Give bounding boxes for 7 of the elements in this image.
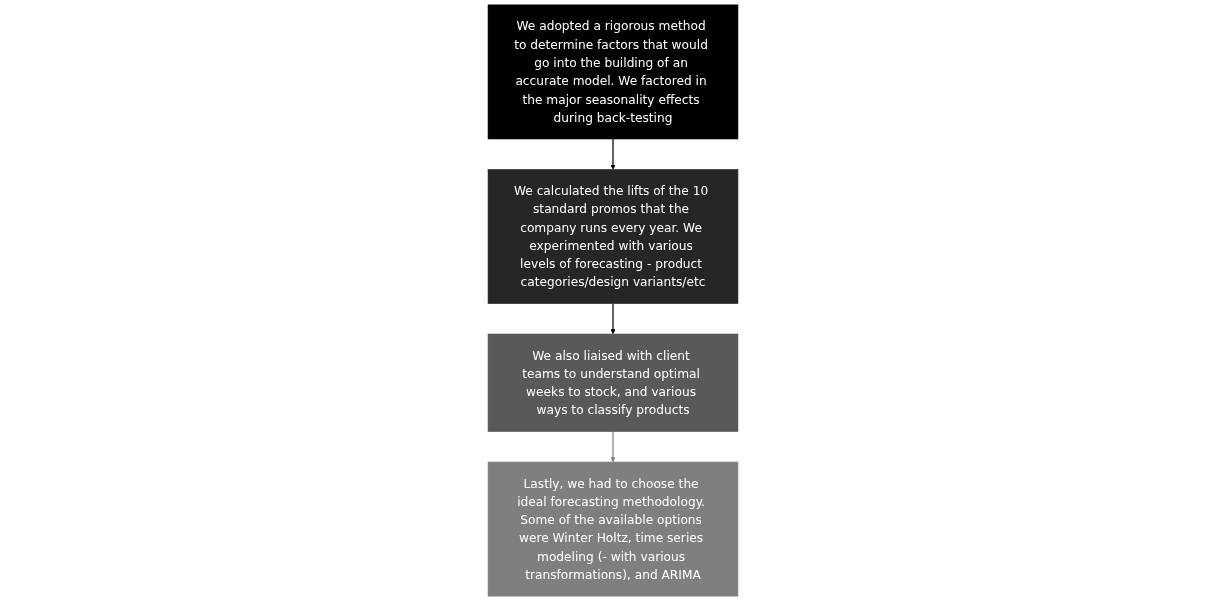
node-box: We also liaised with client teams to understand optimal weeks to stock, and various ways to classify products [487, 333, 739, 432]
node-box: Lastly, we had to choose the ideal forecasting methodology. Some of the available options were Winter Holtz, time series modeling (- with various transformations), and ARIMA [487, 461, 739, 597]
arrow [610, 430, 616, 463]
node-box: We calculated the lifts of the 10 standard promos that the company runs every year. We experimented with various levels of forecasting - product categories/design variants/etc [487, 169, 739, 304]
arrow [610, 302, 616, 335]
arrow [610, 138, 616, 170]
node-box: We adopted a rigorous method to determine factors that would go into the building of an accurate model. We factored in the major seasonality effects during back-testing [487, 4, 739, 140]
